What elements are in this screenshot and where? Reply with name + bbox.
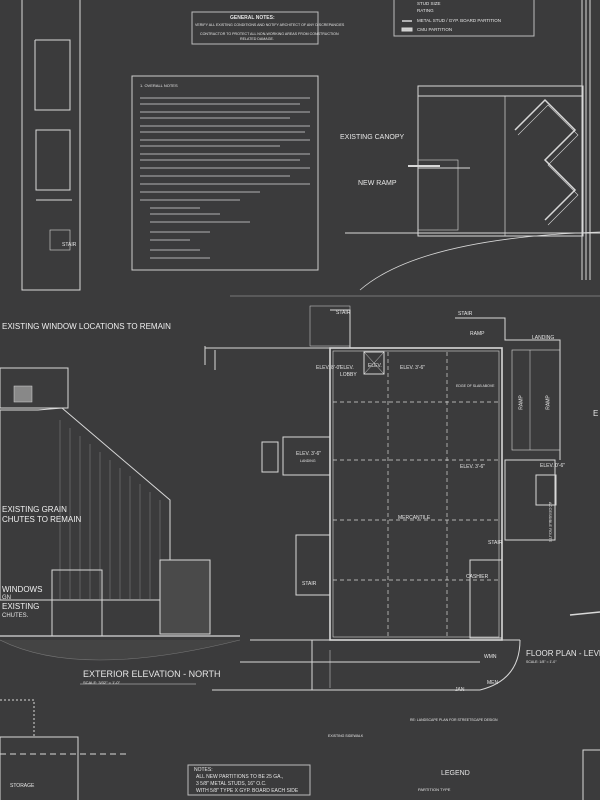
- notes-title: NOTES:: [194, 767, 213, 773]
- section-drawing: [345, 85, 600, 291]
- general-notes-title: GENERAL NOTES:: [230, 15, 275, 21]
- grain-label-1: EXISTING GRAIN: [2, 505, 67, 514]
- fp-landscape-note: RE: LANDSCAPE PLAN FOR STREETSCAPE DESIG…: [410, 718, 498, 722]
- windows-remain-label: EXISTING WINDOW LOCATIONS TO REMAIN: [2, 322, 171, 331]
- north-elevation: [0, 367, 241, 685]
- fp-stair-top: STAIR: [336, 310, 351, 316]
- legend-rating: RATING: [417, 8, 434, 13]
- legend-metal-stud: METAL STUD / GYP. BOARD PARTITION: [417, 18, 502, 23]
- north-elevation-scale: SCALE: 3/32" = 1'-0": [83, 680, 121, 685]
- fp-landing-2: LANDING: [300, 459, 316, 463]
- general-notes-line1: VERIFY ALL EXISTING CONDITIONS AND NOTIF…: [195, 23, 345, 27]
- fp-men: MEN: [487, 680, 499, 686]
- general-notes-line2: CONTRACTOR TO PROTECT ALL NON-WORKING AR…: [200, 32, 339, 36]
- new-ramp-label: NEW RAMP: [358, 180, 397, 187]
- legend-title: LEGEND: [441, 770, 470, 777]
- fp-cashier: CASHIER: [466, 574, 489, 580]
- fp-ramp: RAMP: [470, 331, 485, 337]
- grain-label-2: CHUTES TO REMAIN: [2, 515, 82, 524]
- fp-landing: LANDING: [532, 335, 555, 341]
- storage-label: STORAGE: [10, 783, 35, 789]
- windows-note-2: GN: [2, 595, 11, 601]
- windows-note-3: EXISTING: [2, 602, 40, 611]
- fp-elev-3-6-a: ELEV. 3'-6": [400, 365, 426, 371]
- fp-sidewalk: EXISTING SIDEWALK: [328, 734, 364, 738]
- right-edge-letter: E: [593, 409, 599, 418]
- fp-elev-8: ELEV. 8'-0": [316, 365, 342, 371]
- storage-plan: [0, 699, 130, 800]
- floor-plan-title: FLOOR PLAN - LEVEL 1: [526, 649, 600, 658]
- floor-plan: [204, 305, 600, 691]
- fp-stair-left: STAIR: [302, 581, 317, 587]
- fp-stair-right: STAIR: [488, 540, 503, 546]
- fp-wmn: WMN: [484, 654, 497, 660]
- existing-canopy-label: EXISTING CANOPY: [340, 134, 405, 141]
- notes-line1: ALL NEW PARTITIONS TO BE 25 GA.,: [196, 774, 284, 780]
- fp-mercantile: MERCANTILE: [398, 515, 431, 521]
- fp-elev-3-6-c: ELEV. 3'-6": [460, 464, 486, 470]
- fp-jan: JAN: [455, 687, 465, 693]
- fp-elev-3-6-b: ELEV. 3'-6": [296, 451, 322, 457]
- fp-ramp-vertical-2: RAMP: [545, 395, 552, 410]
- windows-note-1: WINDOWS: [2, 585, 43, 594]
- fp-elev: ELEV.: [368, 363, 382, 369]
- general-notes-line3: RELATED DAMAGE.: [240, 37, 274, 41]
- floor-plan-scale: SCALE: 1/8" = 1'-0": [526, 660, 557, 664]
- notes-line2: 3 5/8" METAL STUDS, 16" O.C.: [196, 781, 267, 787]
- north-elevation-title: EXTERIOR ELEVATION - NORTH: [83, 669, 221, 679]
- windows-note-4: CHUTES.: [2, 613, 29, 619]
- notes-line3: WITH 5/8" TYPE X GYP. BOARD EACH SIDE: [196, 788, 299, 794]
- fp-slab-note: EDGE OF SLAB ABOVE: [456, 384, 495, 388]
- fp-ramp-vertical-1: RAMP: [518, 395, 525, 410]
- fp-elev-0-6: ELEV. 0'-6": [540, 463, 566, 469]
- legend-stud-size: STUD SIZE: [417, 1, 441, 6]
- legend-partition-type: PARTITION TYPE: [418, 787, 451, 792]
- overall-notes-text-lines: [140, 97, 310, 259]
- left-section-drawing: [21, 0, 81, 291]
- fp-accessible-route: ACCESSIBLE ROUTE: [548, 501, 554, 543]
- overall-notes-title: 1. OVERALL NOTES: [140, 83, 178, 88]
- fp-elev-lobby-2: LOBBY: [340, 372, 357, 378]
- fp-stair-top-2: STAIR: [458, 311, 473, 317]
- stair-label-left: STAIR: [62, 242, 77, 248]
- legend-cmu: CMU PARTITION: [417, 27, 453, 32]
- fp-elev-lobby-1: ELEV.: [340, 365, 354, 371]
